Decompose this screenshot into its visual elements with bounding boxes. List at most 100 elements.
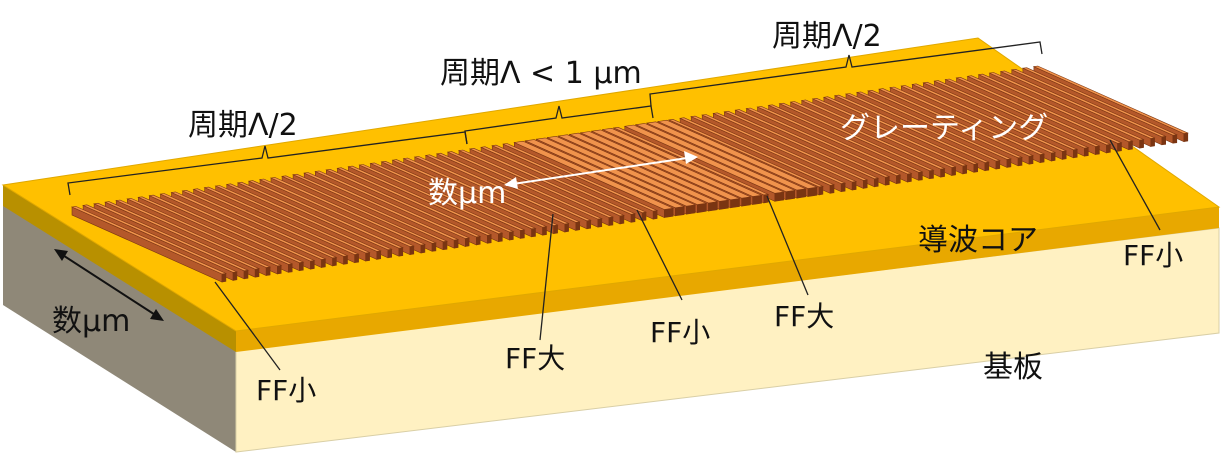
grating-tooth-top bbox=[822, 96, 979, 165]
grating-tooth-top bbox=[756, 106, 913, 175]
grating-tooth-top bbox=[922, 81, 1079, 151]
grating-tooth-front bbox=[619, 214, 625, 225]
grating-tooth-front bbox=[542, 226, 547, 236]
grating-tooth-top bbox=[878, 88, 1035, 157]
grating-tooth-top bbox=[513, 140, 675, 210]
leader-lines bbox=[214, 139, 1161, 371]
grating-tooth-front bbox=[575, 221, 581, 231]
label-period-left: 周期Λ/2 bbox=[188, 108, 298, 143]
label-period-right: 周期Λ/2 bbox=[772, 19, 882, 54]
grating-tooth-front bbox=[840, 182, 846, 192]
grating-tooth-top bbox=[1010, 68, 1167, 138]
grating-tooth-top bbox=[192, 188, 349, 257]
grating-tooth-top bbox=[844, 93, 1001, 162]
grating-tooth-front bbox=[1017, 156, 1023, 167]
grating-tooth-front bbox=[1039, 153, 1045, 163]
grating-tooth-top bbox=[491, 144, 648, 214]
grating-tooth-front bbox=[951, 166, 956, 176]
grating-tooth-top bbox=[645, 121, 807, 191]
grating-tooth-top bbox=[999, 70, 1156, 139]
grating-tooth-front bbox=[1006, 158, 1012, 168]
grating-tooth-top bbox=[104, 201, 261, 270]
grating-tooth-top bbox=[712, 112, 869, 181]
grating-tooth-front bbox=[940, 168, 945, 178]
grating-tooth-front bbox=[332, 256, 337, 267]
grating-tooth-front bbox=[498, 232, 503, 243]
grating-tooth-top bbox=[480, 146, 637, 215]
grating-tooth-top bbox=[391, 159, 548, 228]
grating-tooth-top bbox=[413, 156, 570, 225]
core-front-face bbox=[236, 207, 1219, 352]
grating-tooth-top bbox=[623, 124, 785, 194]
grating-tooth-top bbox=[181, 189, 338, 259]
grating-tooth-top bbox=[690, 115, 847, 184]
grating-tooth-front bbox=[365, 252, 370, 262]
grating-tooth-front bbox=[851, 181, 857, 191]
grating-tooth-top bbox=[137, 196, 294, 265]
grating-tooth-top bbox=[325, 168, 482, 238]
grating-tooth-front bbox=[265, 266, 271, 276]
grating-tooth-top bbox=[247, 180, 404, 249]
grating-tooth-top bbox=[557, 134, 719, 204]
grating-tooth-top bbox=[258, 178, 415, 247]
grating-tooth-top bbox=[126, 198, 283, 267]
grating-tooth-front bbox=[1117, 142, 1122, 152]
grating-tooth-front bbox=[1084, 147, 1089, 157]
grating-tooth-top bbox=[369, 162, 526, 231]
grating-tooth-top bbox=[314, 170, 471, 239]
grating-tooth-top bbox=[778, 102, 935, 172]
grating-tooth-front bbox=[376, 250, 382, 260]
grating-tooth-front bbox=[442, 240, 448, 251]
grating-tooth-front bbox=[509, 231, 514, 241]
grating-tooth-top bbox=[148, 194, 305, 264]
grating-tooth-top bbox=[170, 191, 327, 260]
grating-tooth-front bbox=[630, 213, 636, 223]
grating-tooth-front bbox=[874, 177, 879, 188]
grating-tooth-top bbox=[524, 139, 686, 209]
grating-tooth-top bbox=[734, 109, 891, 178]
grating-tooth-front bbox=[818, 185, 824, 196]
grating-tooth-front bbox=[254, 268, 260, 278]
label-ff-large-left: FF大 bbox=[505, 342, 565, 375]
grating-tooth-top bbox=[911, 83, 1068, 152]
grating-tooth-front bbox=[321, 258, 326, 268]
grating-tooth-top bbox=[214, 185, 371, 254]
grating-tooth-front bbox=[354, 253, 359, 263]
label-substrate: 基板 bbox=[983, 350, 1043, 385]
grating-tooth-top bbox=[446, 151, 603, 220]
grating-tooth-front bbox=[907, 173, 912, 183]
grating-tooth-front bbox=[232, 271, 238, 281]
grating-tooth-front bbox=[829, 184, 835, 194]
grating-tooth-top bbox=[70, 206, 227, 275]
grating-tooth-front bbox=[1028, 155, 1034, 165]
grating-tooth-top bbox=[292, 173, 449, 243]
grating-tooth-top bbox=[767, 104, 924, 173]
grating-tooth-top bbox=[568, 132, 730, 202]
grating-tooth-top bbox=[811, 97, 968, 167]
grating-tooth-front bbox=[652, 210, 658, 220]
grating-tooth-front bbox=[597, 218, 603, 228]
label-ff-small-left: FF小 bbox=[256, 374, 316, 407]
grating-tooth-front bbox=[885, 176, 890, 186]
grating-tooth-front bbox=[221, 273, 227, 283]
grating-tooth-front bbox=[276, 265, 282, 275]
grating-tooth-front bbox=[918, 171, 923, 181]
grating-tooth-front bbox=[973, 163, 979, 173]
grating-tooth-top bbox=[1032, 65, 1189, 134]
substrate-left-face bbox=[3, 202, 236, 452]
grating-tooth-top bbox=[358, 164, 515, 233]
grating-tooth-top bbox=[347, 165, 504, 235]
label-core: 導波コア bbox=[918, 223, 1038, 258]
grating-tooth-top bbox=[82, 204, 238, 273]
grating-tooth-front bbox=[896, 174, 901, 184]
label-ff-large-right: FF大 bbox=[774, 300, 834, 333]
grating-tooth-front bbox=[475, 235, 481, 246]
grating-tooth-top bbox=[380, 160, 537, 230]
grating-tooth-top bbox=[679, 117, 836, 186]
grating-tooth-front bbox=[553, 224, 558, 234]
grating-tooth-top bbox=[1021, 67, 1178, 136]
grating-tooth-top bbox=[203, 186, 360, 255]
grating-tooth-front bbox=[287, 263, 293, 273]
grating-tooth-top bbox=[115, 199, 272, 268]
grating-tooth-top bbox=[468, 147, 625, 217]
